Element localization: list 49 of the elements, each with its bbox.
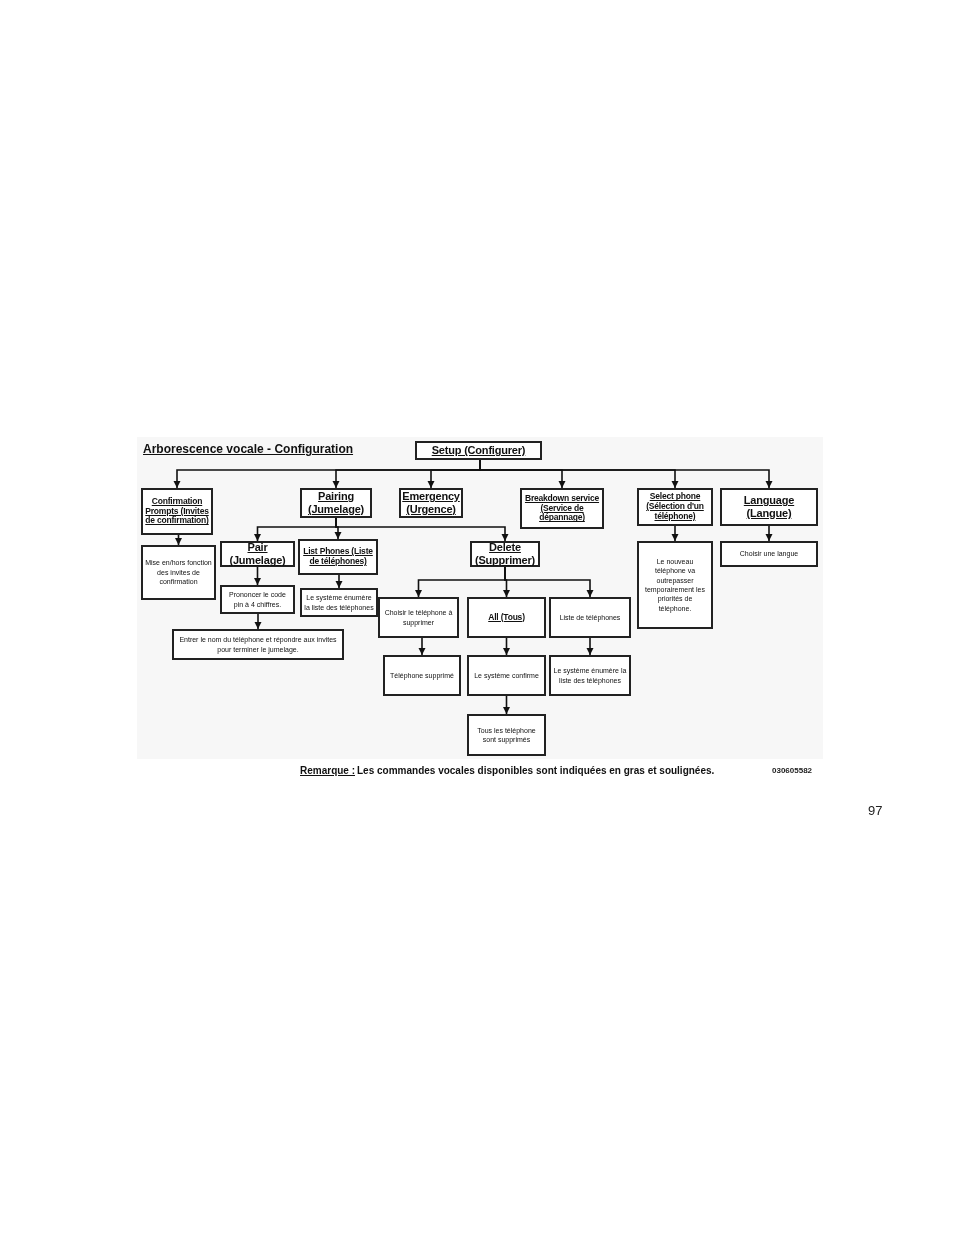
command-text: Pair (Jumelage) (228, 541, 287, 567)
description-box (300, 588, 378, 617)
description-box (720, 541, 818, 567)
command-text: Select phone (Sélection d'un téléphone) (645, 492, 705, 522)
command-text: List Phones (Liste de téléphones) (302, 547, 374, 567)
description-box (172, 629, 344, 660)
command-text: Delete (Supprimer) (474, 541, 536, 567)
command-text: Confirmation Prompts (Invites de confirmation) (145, 496, 209, 527)
description-box (220, 585, 295, 614)
description-box (383, 655, 461, 696)
command-box (467, 597, 546, 638)
command-box (720, 488, 818, 526)
arrow (335, 517, 509, 542)
command-text: Emergency (Urgence) (402, 490, 460, 516)
figure-code: 030605582 (772, 766, 813, 775)
page-number: 97 (868, 803, 883, 818)
arrow (586, 637, 594, 656)
command-text: Language (Langue) (742, 494, 796, 520)
arrow (479, 459, 773, 489)
arrow (503, 695, 510, 715)
arrow (254, 613, 262, 630)
note-heading: Remarque : (300, 765, 355, 776)
arrow (765, 525, 773, 542)
command-box (637, 488, 713, 526)
arrow (503, 637, 510, 656)
command-box (141, 488, 213, 535)
command-box (415, 441, 542, 460)
arrow (175, 534, 182, 546)
description-box (549, 655, 631, 696)
arrow (504, 566, 594, 598)
command-box (220, 541, 295, 567)
diagram-title: Arborescence vocale - Configuration (143, 442, 354, 456)
description-box (467, 655, 546, 696)
description-box (549, 597, 631, 638)
command-box (298, 539, 378, 575)
description-box (378, 597, 459, 638)
arrow (418, 637, 426, 656)
command-text: Breakdown service (Service de dépannage) (524, 493, 600, 524)
command-text: Pairing (Jumelage) (306, 490, 366, 516)
arrow (335, 574, 343, 589)
note-text: Les commandes vocales disponibles sont indiquées en gras et soulignées. (357, 765, 715, 776)
command-text: Setup (Configurer) (431, 444, 526, 457)
description-box (637, 541, 713, 629)
description-box (141, 545, 216, 600)
command-box (300, 488, 372, 518)
arrow (671, 525, 679, 542)
description-box (467, 714, 546, 756)
command-text: All (Tous) (488, 612, 525, 623)
arrow (254, 566, 261, 586)
